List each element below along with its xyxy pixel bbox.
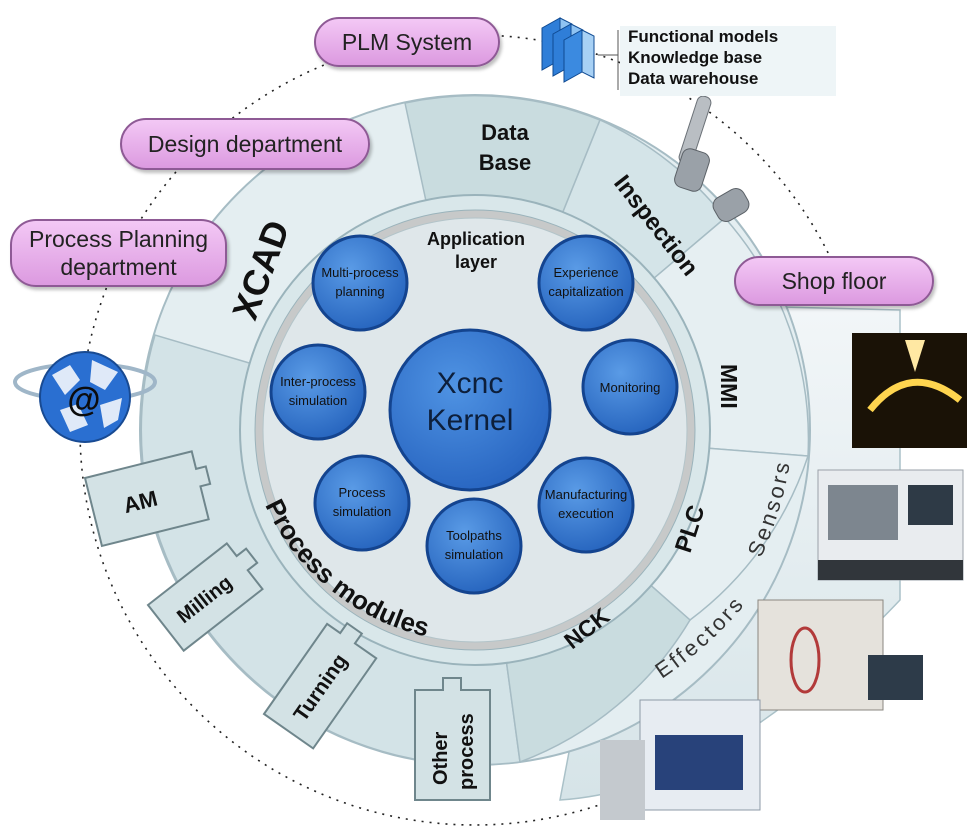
bubble-label: execution xyxy=(558,506,614,521)
data-warehouse-list: Functional models Knowledge base Data wa… xyxy=(620,26,836,96)
bubble-manufacturing-execution: Manufacturing execution xyxy=(537,456,635,554)
bubble-label: Inter-process xyxy=(280,374,356,389)
bubble-label: Monitoring xyxy=(600,380,661,395)
bubble-label: simulation xyxy=(289,393,348,408)
module-milling: Milling xyxy=(146,542,264,653)
bubble-label: Experience xyxy=(553,265,618,280)
xcnc-kernel-circle xyxy=(388,328,552,492)
bubble-label: Multi-process xyxy=(321,265,399,280)
bubble-inter-process-simulation: Inter-process simulation xyxy=(269,343,367,441)
inspection-probe-icon xyxy=(674,95,750,222)
cnc-lathe-photo xyxy=(817,469,964,581)
module-other-process: Other process xyxy=(414,677,491,801)
bubble-label: Process xyxy=(339,485,386,500)
database-label-line2: Base xyxy=(479,150,532,175)
warehouse-item: Functional models xyxy=(628,27,779,46)
bubble-experience-capitalization: Experience capitalization xyxy=(537,234,635,332)
kernel-label-line2: Kernel xyxy=(427,404,514,437)
bubble-label: simulation xyxy=(333,504,392,519)
internet-globe-icon: @ xyxy=(13,351,157,443)
module-label: process xyxy=(456,713,478,790)
bubble-monitoring: Monitoring xyxy=(581,338,679,436)
design-department-label: Design department xyxy=(147,131,343,157)
bubble-label: simulation xyxy=(445,547,504,562)
bubble-label: Toolpaths xyxy=(446,528,502,543)
server-database-icon xyxy=(541,17,595,83)
plm-system-label: PLM System xyxy=(341,29,473,55)
bubble-multi-process-planning: Multi-process planning xyxy=(311,234,409,332)
bubble-label: Manufacturing xyxy=(545,487,627,502)
plm-system-pill: PLM System xyxy=(314,17,500,67)
milling-machine-photo xyxy=(757,599,923,711)
shop-floor-label: Shop floor xyxy=(781,268,887,294)
mmi-label: MMI xyxy=(716,364,742,409)
module-label: Other xyxy=(430,731,452,785)
additive-machine-photo xyxy=(600,699,761,820)
at-symbol: @ xyxy=(67,381,100,419)
design-department-pill: Design department xyxy=(120,118,370,170)
laser-process-photo xyxy=(852,333,967,448)
process-planning-label-line1: Process Planning xyxy=(29,226,208,252)
bubble-toolpaths-simulation: Toolpaths simulation xyxy=(425,497,523,595)
warehouse-item: Knowledge base xyxy=(628,48,763,67)
warehouse-item: Data warehouse xyxy=(628,69,759,88)
process-planning-label-line2: department xyxy=(60,254,177,280)
application-layer-label-line1: Application xyxy=(427,229,525,249)
module-am: AM xyxy=(83,450,212,548)
kernel-label-line1: Xcnc xyxy=(437,367,504,400)
process-planning-pill: Process Planning department xyxy=(10,219,227,287)
shop-floor-pill: Shop floor xyxy=(734,256,934,306)
bubble-label: capitalization xyxy=(548,284,623,299)
bubble-process-simulation: Process simulation xyxy=(313,454,411,552)
bubble-label: planning xyxy=(335,284,384,299)
application-layer-label-line2: layer xyxy=(455,252,497,272)
database-label-line1: Data xyxy=(481,120,529,145)
